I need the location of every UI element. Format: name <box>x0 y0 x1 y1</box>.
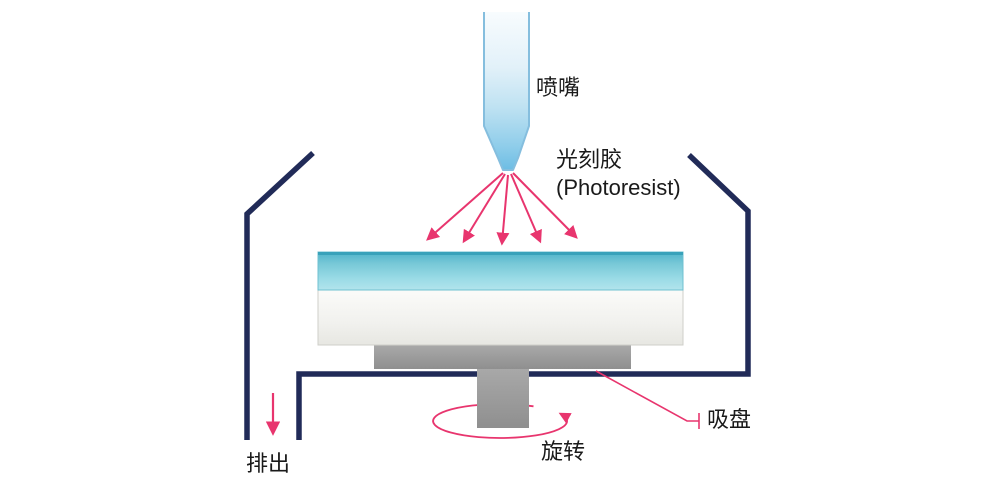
photoresist-label-line1: 光刻胶 <box>556 147 623 172</box>
photoresist-layer <box>317 251 684 291</box>
photoresist-label: 光刻胶 (Photoresist) <box>556 146 681 202</box>
nozzle-label: 喷嘴 <box>536 75 581 100</box>
photoresist-label-line2: (Photoresist) <box>556 175 681 200</box>
spray-arrow <box>510 173 542 244</box>
chuck-stem <box>477 367 529 428</box>
spin-bowl <box>244 150 751 440</box>
wafer-stack <box>317 251 684 346</box>
spray-arrows <box>426 172 578 246</box>
spin-bowl-right-wall-and-bottom <box>296 153 751 440</box>
nozzle <box>483 12 530 171</box>
rotation-label: 旋转 <box>541 439 586 464</box>
chuck-plate <box>374 345 631 369</box>
spray-arrow <box>462 173 506 244</box>
wafer-layer <box>317 289 684 346</box>
vacuum-chuck <box>374 345 631 428</box>
spray-arrow <box>512 172 578 239</box>
drain-label: 排出 <box>246 451 291 476</box>
rotation-arrow <box>432 403 572 439</box>
spray-arrow <box>426 172 504 241</box>
chuck-leader-line <box>595 370 700 429</box>
spray-arrow <box>496 174 510 246</box>
chuck-label: 吸盘 <box>707 407 752 432</box>
spin-bowl-left-wall <box>244 150 315 440</box>
